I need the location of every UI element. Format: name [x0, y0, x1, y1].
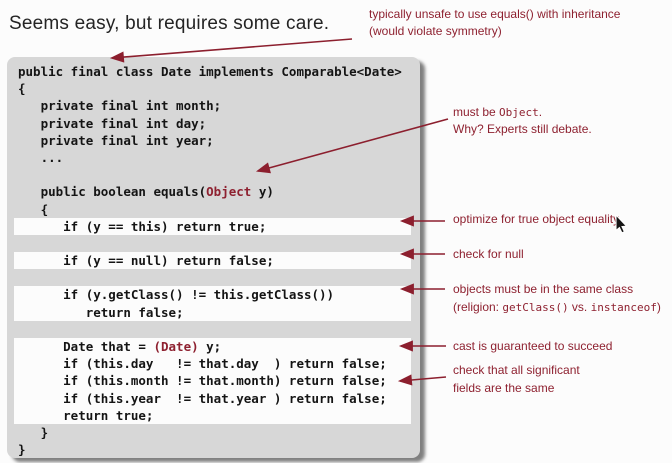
- annotation-check-null: check for null: [453, 247, 524, 261]
- annotation-optimize: optimize for true object equality: [453, 212, 620, 226]
- code-line: Date that = (Date) y;: [14, 338, 411, 356]
- annotation-same-class: objects must be in the same class (relig…: [453, 280, 661, 317]
- annotation-line: must be Object.: [453, 105, 543, 119]
- code-line: if (this.day != that.day ) return false;: [14, 355, 411, 373]
- code-line: if (this.month != that.month) return fal…: [14, 372, 411, 390]
- code-line: if (y.getClass() != this.getClass()): [14, 286, 411, 304]
- code-line: [14, 321, 411, 338]
- code-line: if (this.year != that.year ) return fals…: [14, 389, 411, 407]
- annotation-must-be-object: must be Object. Why? Experts still debat…: [453, 104, 592, 137]
- annotation-line: fields are the same: [453, 380, 555, 395]
- code-line: private final int year;: [18, 132, 214, 148]
- code-line: if (y == this) return true;: [14, 217, 411, 235]
- annotation-line: (religion: getClass() vs. instanceof): [453, 300, 661, 314]
- annotation-line: Why? Experts still debate.: [453, 122, 592, 136]
- annotation-inheritance: typically unsafe to use equals() with in…: [369, 6, 620, 40]
- code-line: public boolean equals(Object y): [18, 184, 274, 200]
- code-line: return true;: [14, 406, 411, 424]
- code-line: {: [18, 201, 49, 217]
- code-line: public final class Date implements Compa…: [18, 64, 402, 79]
- code-line: private final int day;: [18, 115, 207, 131]
- annotation-fields: check that all significant fields are th…: [453, 362, 580, 397]
- code-line: if (y == null) return false;: [14, 252, 411, 270]
- code-line: [14, 269, 411, 286]
- annotation-line: check that all significant: [453, 363, 580, 377]
- code-line: [14, 235, 411, 252]
- code-line: ...: [18, 149, 64, 165]
- code-line: return false;: [14, 303, 411, 321]
- code-line: }: [18, 424, 49, 440]
- code-line: [14, 166, 411, 183]
- arrow-inheritance: [109, 38, 353, 63]
- annotation-cast: cast is guaranteed to succeed: [453, 339, 613, 353]
- annotation-line: objects must be in the same class: [453, 282, 634, 296]
- annotation-line: (would violate symmetry): [369, 24, 502, 38]
- code-line: private final int month;: [18, 98, 222, 114]
- annotation-line: typically unsafe to use equals() with in…: [369, 7, 621, 21]
- slide-title: Seems easy, but requires some care.: [9, 13, 330, 34]
- code-line: {: [18, 81, 26, 97]
- code-panel: public final class Date implements Compa…: [7, 57, 420, 458]
- code-line: }: [18, 442, 26, 458]
